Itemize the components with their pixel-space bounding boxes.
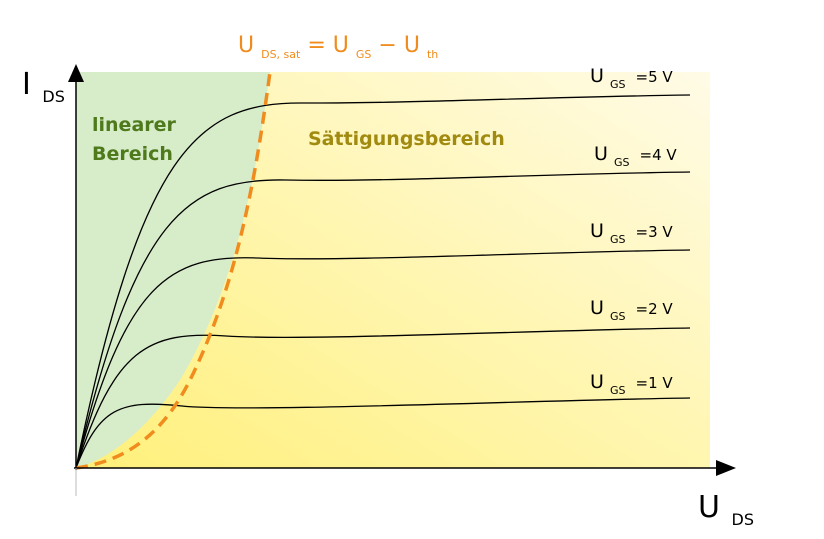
- curve-label-ugs4: U GS =4 V: [594, 143, 677, 171]
- boundary-formula-u3: U: [404, 33, 420, 58]
- saturation-region-label: Sättigungsbereich: [308, 128, 505, 150]
- linear-region-label-line1: linearer: [92, 114, 177, 136]
- y-axis-label-main: I: [22, 67, 31, 102]
- boundary-formula-minus: −: [378, 33, 396, 58]
- curve-label-ugs5-sub: GS: [610, 78, 626, 91]
- curve-label-ugs3-main: U: [590, 220, 604, 242]
- curve-label-ugs4-value: =4 V: [640, 146, 678, 164]
- curve-ugs2: [75, 327, 691, 469]
- boundary-formula-u2: U: [333, 33, 349, 58]
- curve-ugs1: [75, 397, 691, 469]
- curve-label-ugs2-sub: GS: [610, 310, 626, 323]
- curve-ugs4: [75, 171, 691, 469]
- linear-region: [76, 72, 270, 468]
- curve-label-ugs3: U GS =3 V: [590, 220, 673, 248]
- boundary-formula-sub2: GS: [356, 48, 372, 61]
- boundary-formula-u1: U: [238, 33, 254, 58]
- axes: [68, 64, 736, 496]
- boundary-formula-equals: =: [307, 33, 325, 58]
- saturation-boundary-curve: [75, 71, 272, 470]
- x-axis-arrowhead: [716, 460, 736, 476]
- curve-label-ugs1-main: U: [590, 371, 604, 393]
- x-axis-label-main: U: [698, 490, 720, 525]
- y-axis-label-sub: DS: [42, 87, 64, 106]
- curve-label-ugs4-sub: GS: [614, 156, 630, 169]
- y-axis-arrowhead: [68, 64, 84, 82]
- curve-label-ugs4-main: U: [594, 143, 608, 165]
- y-axis-label: I DS: [22, 67, 65, 106]
- x-axis-label-sub: DS: [732, 510, 754, 529]
- characteristic-curves: [75, 94, 691, 469]
- boundary-formula-sub1: DS, sat: [261, 48, 301, 61]
- curve-label-ugs3-sub: GS: [610, 233, 626, 246]
- curve-label-ugs5: U GS =5 V: [590, 65, 673, 93]
- curve-label-ugs1-sub: GS: [610, 384, 626, 397]
- curve-ugs3: [75, 249, 691, 469]
- curve-label-ugs2-main: U: [590, 297, 604, 319]
- linear-region-label-line2: Bereich: [92, 143, 173, 165]
- curve-label-ugs1-value: =1 V: [636, 374, 674, 392]
- curve-ugs5: [75, 94, 691, 469]
- curve-label-ugs2-value: =2 V: [636, 300, 674, 318]
- curve-label-ugs1: U GS =1 V: [590, 371, 673, 399]
- boundary-formula-label: U DS, sat = U GS − U th: [238, 33, 438, 64]
- x-axis-label: U DS: [698, 490, 754, 529]
- curve-label-ugs2: U GS =2 V: [590, 297, 673, 325]
- curve-label-ugs5-main: U: [590, 65, 604, 87]
- curve-labels: U GS =5 V U GS =4 V U GS =3 V U GS =2 V …: [590, 65, 677, 399]
- curve-label-ugs5-value: =5 V: [636, 68, 674, 86]
- boundary-formula-sub3: th: [427, 48, 438, 61]
- curve-label-ugs3-value: =3 V: [636, 223, 674, 241]
